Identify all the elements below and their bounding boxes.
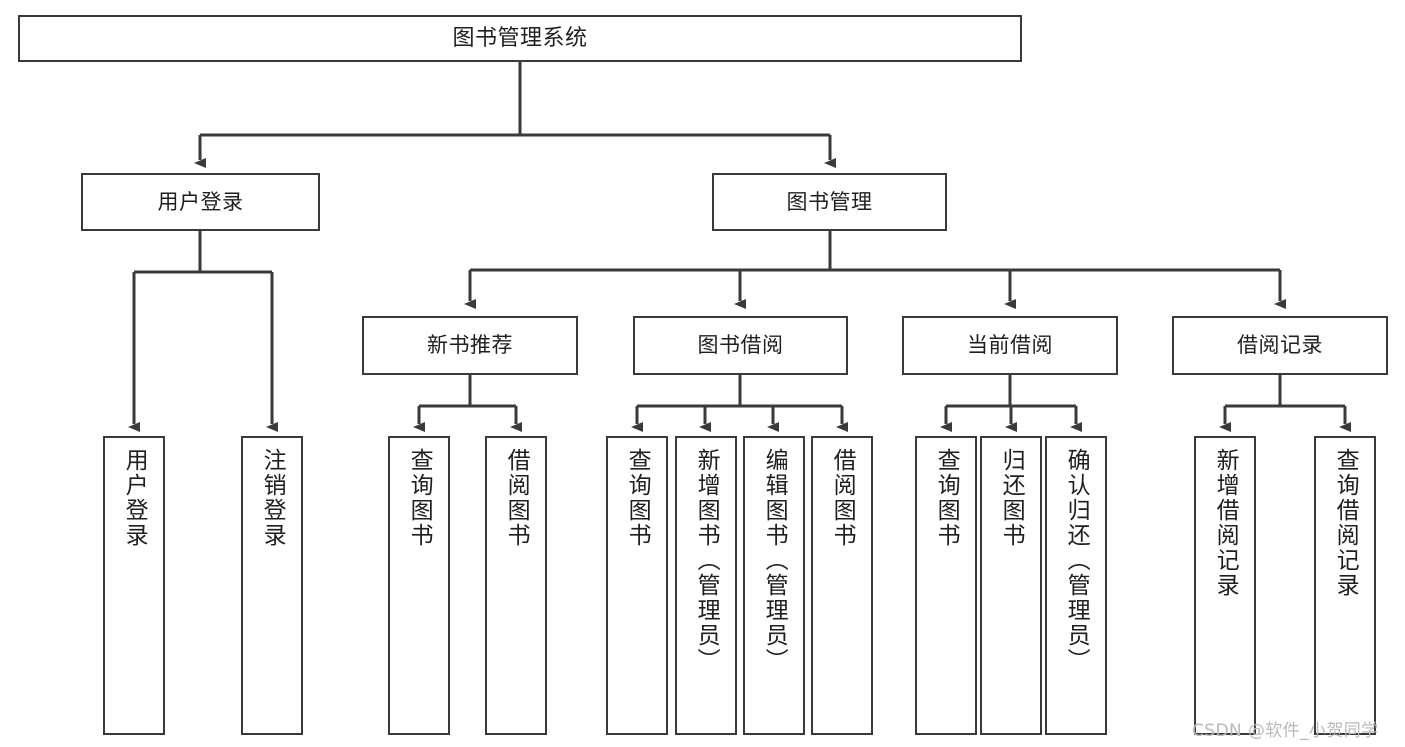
- node-label: 查询借阅记录: [1332, 448, 1359, 598]
- node-label: 用户登录: [121, 448, 148, 548]
- leaf-borrow-borrow-book[interactable]: 借阅图书: [811, 436, 873, 735]
- watermark: CSDN @软件_小贺同学: [1192, 721, 1379, 741]
- node-label: 用户登录: [157, 189, 244, 214]
- node-label: 查询图书: [933, 448, 960, 548]
- leaf-current-return-book[interactable]: 归还图书: [980, 436, 1042, 735]
- node-label: 借阅图书: [503, 448, 530, 548]
- leaf-current-query-book[interactable]: 查询图书: [915, 436, 977, 735]
- node-label: 新增图书（管理员）: [693, 448, 720, 673]
- node-root-system[interactable]: 图书管理系统: [18, 15, 1022, 62]
- leaf-borrow-edit-book-admin[interactable]: 编辑图书（管理员）: [743, 436, 805, 735]
- node-label: 新增借阅记录: [1212, 448, 1239, 598]
- node-label: 当前借阅: [967, 333, 1053, 358]
- leaf-recommend-borrow-book[interactable]: 借阅图书: [485, 436, 547, 735]
- node-user-login[interactable]: 用户登录: [81, 173, 320, 231]
- node-label: 图书管理: [786, 189, 873, 214]
- leaf-user-login-login[interactable]: 用户登录: [103, 436, 165, 735]
- node-new-book-recommend[interactable]: 新书推荐: [362, 316, 578, 375]
- leaf-borrow-query-book[interactable]: 查询图书: [606, 436, 668, 735]
- leaf-record-add-record[interactable]: 新增借阅记录: [1194, 436, 1256, 735]
- leaf-borrow-add-book-admin[interactable]: 新增图书（管理员）: [675, 436, 737, 735]
- leaf-recommend-query-book[interactable]: 查询图书: [388, 436, 450, 735]
- leaf-current-confirm-return-admin[interactable]: 确认归还（管理员）: [1045, 436, 1107, 735]
- node-label: 查询图书: [624, 448, 651, 548]
- node-book-borrow[interactable]: 图书借阅: [633, 316, 848, 375]
- node-label: 归还图书: [998, 448, 1025, 548]
- node-book-management[interactable]: 图书管理: [712, 173, 947, 231]
- node-current-borrow[interactable]: 当前借阅: [902, 316, 1118, 375]
- leaf-user-login-logout[interactable]: 注销登录: [241, 436, 303, 735]
- node-label: 借阅记录: [1237, 333, 1323, 358]
- node-label: 新书推荐: [427, 333, 513, 358]
- node-label: 注销登录: [259, 448, 286, 548]
- node-label: 图书借阅: [697, 333, 784, 358]
- leaf-record-query-record[interactable]: 查询借阅记录: [1314, 436, 1376, 735]
- node-label: 图书管理系统: [452, 25, 588, 51]
- node-borrow-record[interactable]: 借阅记录: [1172, 316, 1388, 375]
- node-label: 确认归还（管理员）: [1063, 448, 1090, 673]
- node-label: 查询图书: [406, 448, 433, 548]
- node-label: 借阅图书: [829, 448, 856, 548]
- node-label: 编辑图书（管理员）: [761, 448, 788, 673]
